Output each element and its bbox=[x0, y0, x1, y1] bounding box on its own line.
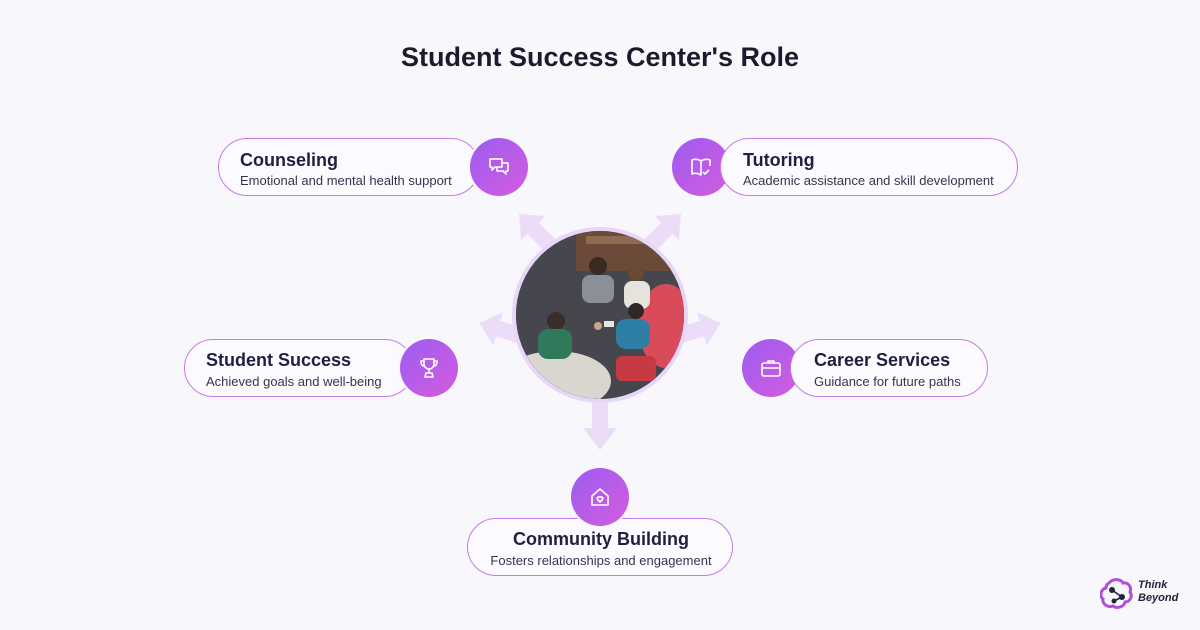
node-student-success: Student Success Achieved goals and well-… bbox=[184, 339, 414, 397]
logo-line1: Think bbox=[1138, 579, 1168, 591]
node-subtitle: Fosters relationships and engagement bbox=[490, 553, 712, 568]
node-title: Student Success bbox=[206, 350, 352, 370]
node-title: Tutoring bbox=[743, 150, 815, 170]
home-heart-icon bbox=[571, 468, 629, 526]
node-community-building: Community Building Fosters relationships… bbox=[467, 518, 733, 576]
node-tutoring: Tutoring Academic assistance and skill d… bbox=[720, 138, 1018, 196]
arrow-to-community-building bbox=[583, 400, 617, 450]
logo-line2: Beyond bbox=[1138, 592, 1179, 604]
chat-icon bbox=[470, 138, 528, 196]
page-title: Student Success Center's Role bbox=[400, 42, 800, 72]
node-subtitle: Emotional and mental health support bbox=[240, 173, 452, 188]
think-beyond-logo: Think Beyond bbox=[1099, 577, 1190, 613]
node-counseling: Counseling Emotional and mental health s… bbox=[218, 138, 480, 196]
node-career-services: Career Services Guidance for future path… bbox=[790, 339, 988, 397]
node-subtitle: Academic assistance and skill developmen… bbox=[743, 173, 994, 188]
node-subtitle: Achieved goals and well-being bbox=[206, 374, 382, 389]
node-subtitle: Guidance for future paths bbox=[814, 374, 961, 389]
node-title: Career Services bbox=[814, 350, 951, 370]
brain-logo-icon bbox=[1099, 578, 1133, 609]
trophy-icon bbox=[400, 339, 458, 397]
node-title: Community Building bbox=[513, 529, 689, 549]
students-group-photo bbox=[512, 227, 688, 403]
node-title: Counseling bbox=[240, 150, 338, 170]
